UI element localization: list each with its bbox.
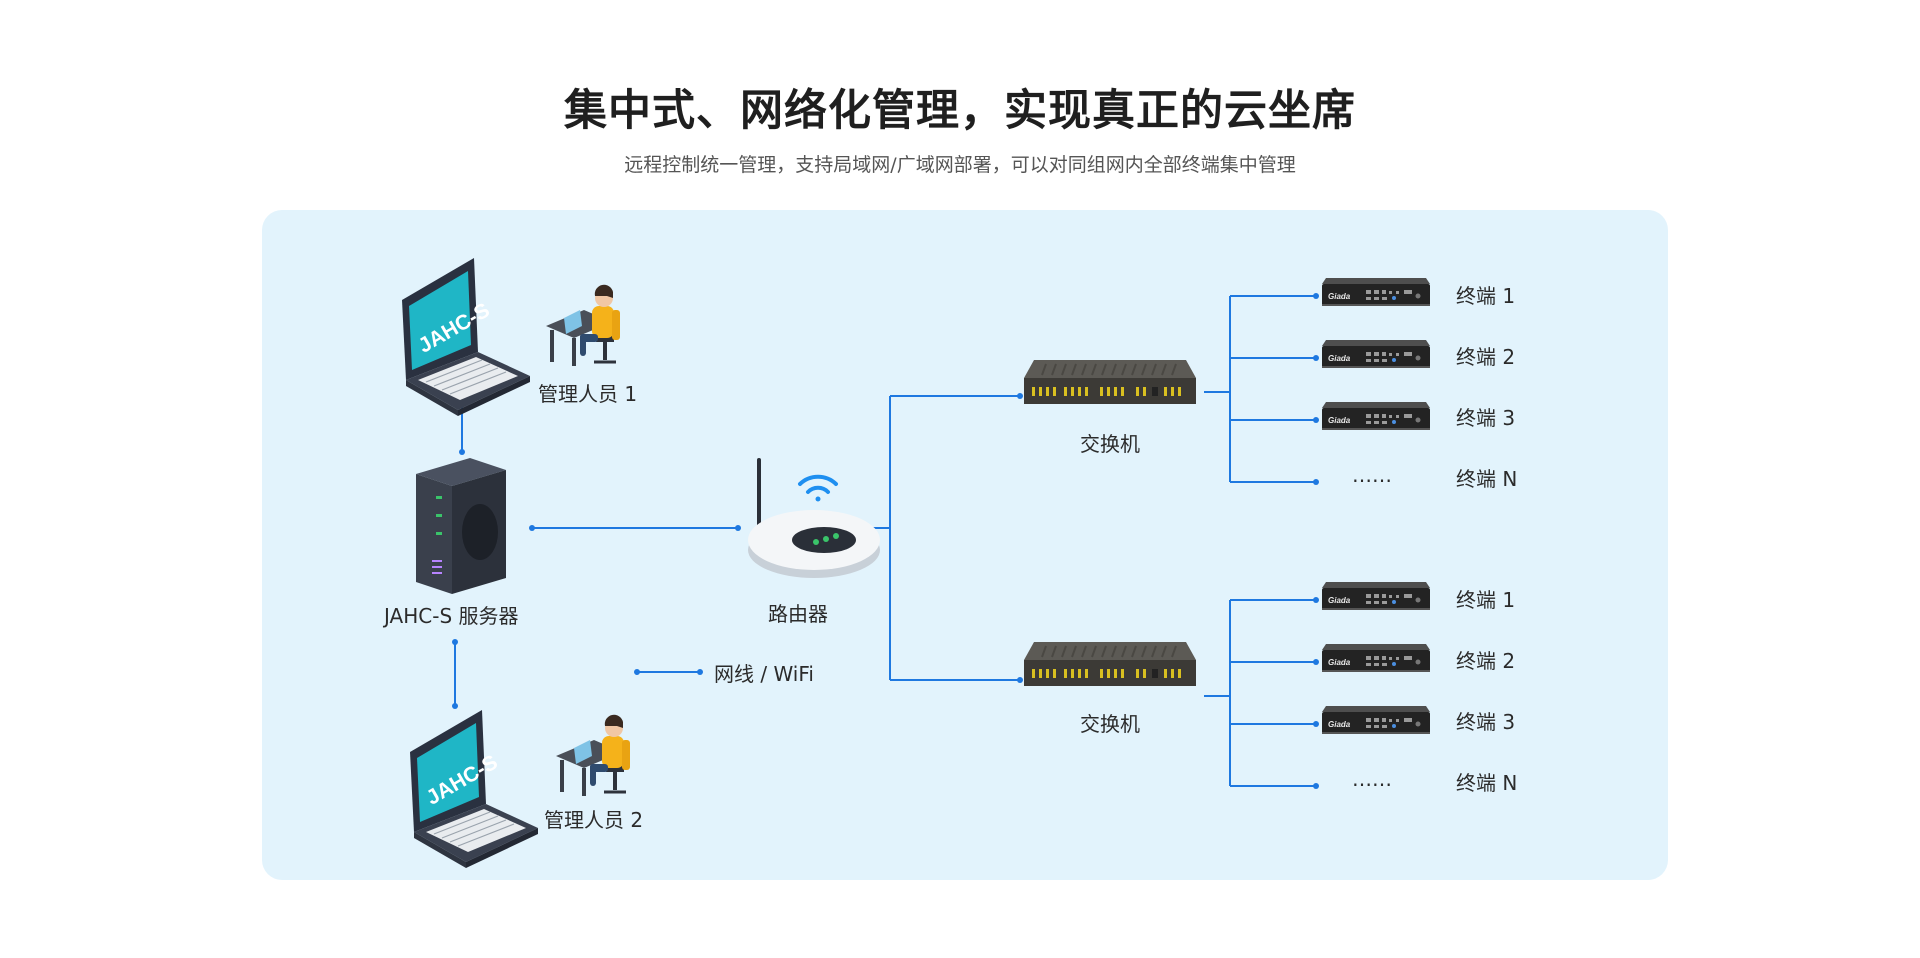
server-label: JAHC-S 服务器 xyxy=(384,604,519,628)
terminal-icon xyxy=(1322,582,1430,610)
connection-lines xyxy=(454,295,1316,787)
wifi-icon xyxy=(798,474,838,502)
terminal-label: 终端 2 xyxy=(1456,345,1516,369)
admin2-label: 管理人员 2 xyxy=(544,808,644,832)
terminal-label: 终端 N xyxy=(1456,771,1518,795)
legend-label: 网线 / WiFi xyxy=(714,662,814,686)
admin-person-icon xyxy=(544,283,622,368)
terminal-label: 终端 1 xyxy=(1456,284,1516,308)
terminal-icon xyxy=(1322,402,1430,430)
terminal-label: 终端 3 xyxy=(1456,406,1516,430)
terminal-icon xyxy=(1322,706,1430,734)
admin1-label: 管理人员 1 xyxy=(538,382,638,406)
switch-icon xyxy=(1023,641,1197,687)
terminal-ellipsis: …… xyxy=(1352,767,1392,791)
switch2-label: 交换机 xyxy=(1080,712,1140,736)
page-title: 集中式、网络化管理，实现真正的云坐席 xyxy=(564,86,1356,136)
terminal-icon xyxy=(1322,278,1430,306)
switch1-label: 交换机 xyxy=(1080,432,1140,456)
laptop-icon: JAHC-S xyxy=(409,709,539,869)
terminal-icon xyxy=(1322,644,1430,672)
terminal-label: 终端 1 xyxy=(1456,588,1516,612)
terminal-label: 终端 N xyxy=(1456,467,1518,491)
terminal-label: 终端 2 xyxy=(1456,649,1516,673)
switch-icon xyxy=(1023,359,1197,405)
terminal-icon xyxy=(1322,340,1430,368)
terminal-label: 终端 3 xyxy=(1456,710,1516,734)
terminal-ellipsis: …… xyxy=(1352,463,1392,487)
router-label: 路由器 xyxy=(768,602,828,626)
admin-person-icon xyxy=(554,713,632,798)
laptop-icon: JAHC-S xyxy=(401,257,531,417)
router-icon xyxy=(748,458,880,578)
server-icon xyxy=(416,458,506,594)
page-subtitle: 远程控制统一管理，支持局域网/广域网部署，可以对同组网内全部终端集中管理 xyxy=(624,154,1296,176)
